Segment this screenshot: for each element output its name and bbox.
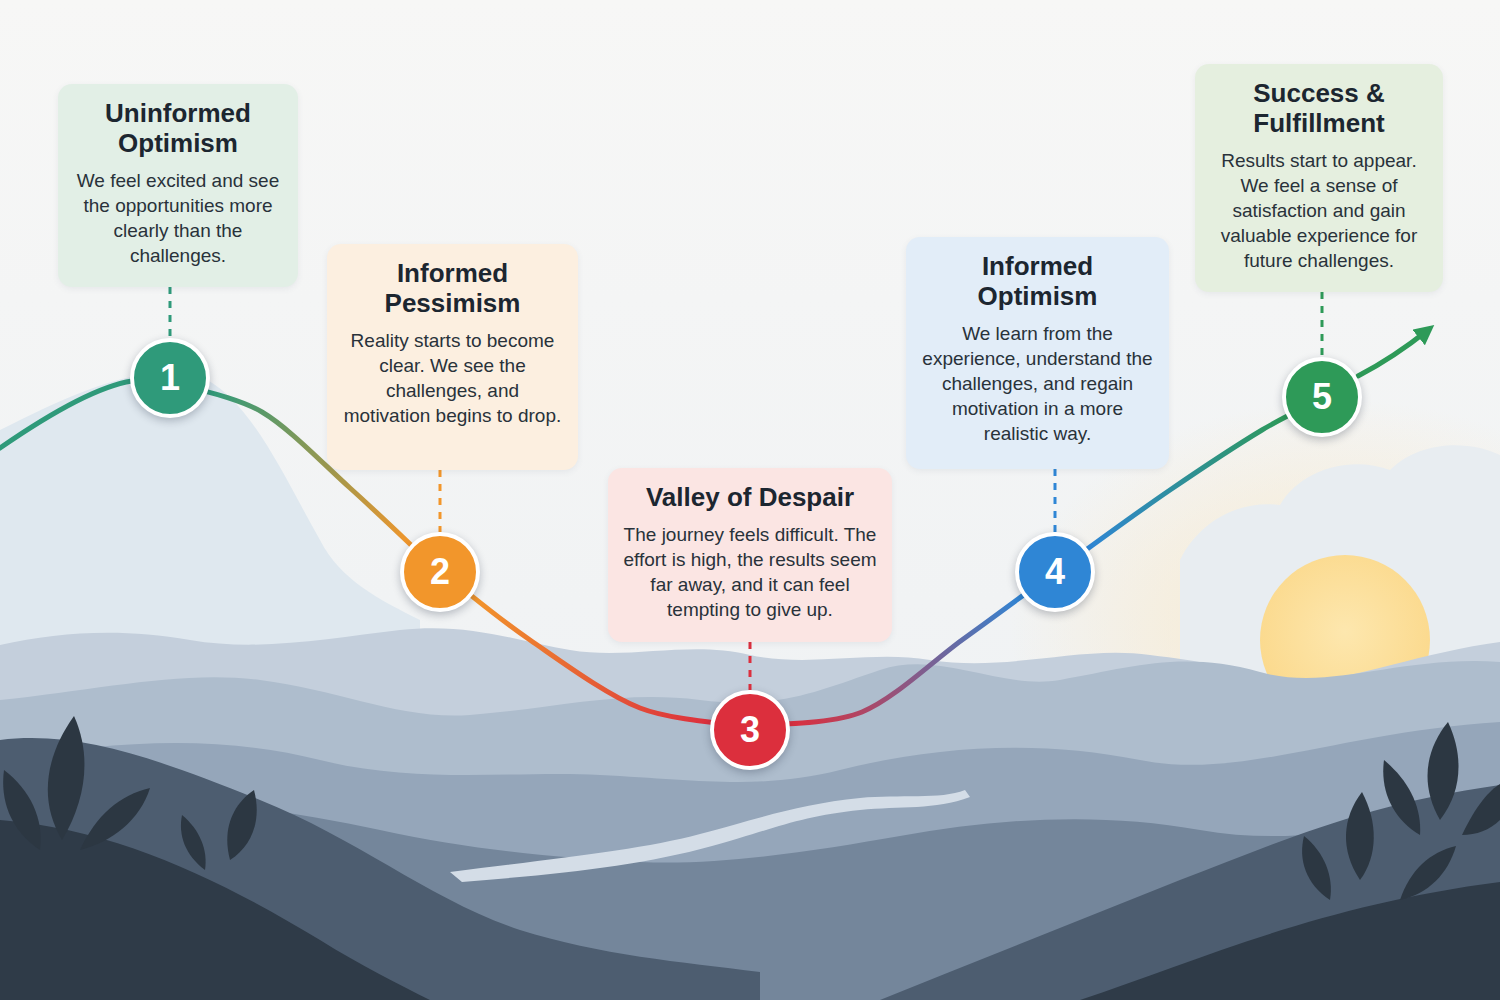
dashed-leader xyxy=(1321,292,1324,357)
leaf xyxy=(1346,792,1374,880)
dashed-leader xyxy=(749,642,752,690)
dashed-leader xyxy=(439,470,442,532)
river xyxy=(450,790,970,882)
curve-lead-in xyxy=(0,381,132,448)
leaf xyxy=(1428,722,1459,820)
dashed-leader xyxy=(1054,469,1057,532)
leaf xyxy=(1302,836,1331,900)
stage-heading: Valley of Despair xyxy=(622,482,878,512)
step-circle: 1 xyxy=(130,338,210,418)
stage-callout-box: Informed PessimismReality starts to beco… xyxy=(327,244,578,470)
stage-callout-box: Success & FulfillmentResults start to ap… xyxy=(1195,64,1443,292)
leaf xyxy=(227,790,256,860)
leaf xyxy=(181,815,206,870)
leaf xyxy=(3,770,41,850)
leaf xyxy=(1462,784,1500,835)
stage-description: The journey feels difficult. The effort … xyxy=(622,522,878,622)
mid-mountains xyxy=(0,661,1500,1000)
stage-callout-box: Valley of DespairThe journey feels diffi… xyxy=(608,468,892,642)
leaf xyxy=(48,716,85,840)
dashed-leader xyxy=(169,287,172,338)
leaf xyxy=(80,788,150,850)
foreground-shadow xyxy=(1080,882,1500,1000)
leaf xyxy=(1383,760,1420,835)
stage-description: We feel excited and see the opportunitie… xyxy=(72,168,284,268)
far-mountains xyxy=(0,628,1500,1000)
step-number: 2 xyxy=(430,552,450,592)
stage-callout-box: Uninformed Optimism We feel excited and s… xyxy=(58,84,298,287)
step-number: 5 xyxy=(1312,377,1332,417)
stage-heading: Uninformed Optimism xyxy=(72,98,284,158)
right-plant xyxy=(1302,722,1500,900)
step-circle: 5 xyxy=(1282,357,1362,437)
foreground-hill xyxy=(0,738,760,1000)
left-plant xyxy=(3,716,257,870)
step-number: 1 xyxy=(160,358,180,398)
stage-description: Results start to appear. We feel a sense… xyxy=(1209,148,1429,273)
stage-heading: Success & Fulfillment xyxy=(1209,78,1429,138)
curve-final-arrow xyxy=(1358,330,1428,376)
step-circle: 2 xyxy=(400,532,480,612)
stage-heading: Informed Optimism xyxy=(920,251,1155,311)
stage-description: We learn from the experience, understand… xyxy=(920,321,1155,446)
leaf xyxy=(1400,846,1456,900)
foreground-shadow xyxy=(0,820,430,1000)
step-number: 3 xyxy=(740,710,760,750)
stage-heading: Informed Pessimism xyxy=(341,258,564,318)
step-number: 4 xyxy=(1045,552,1065,592)
stage-callout-box: Informed Optimism We learn from the exper… xyxy=(906,237,1169,469)
stage-description: Reality starts to become clear. We see t… xyxy=(341,328,564,428)
step-circle: 4 xyxy=(1015,532,1095,612)
step-circle: 3 xyxy=(710,690,790,770)
